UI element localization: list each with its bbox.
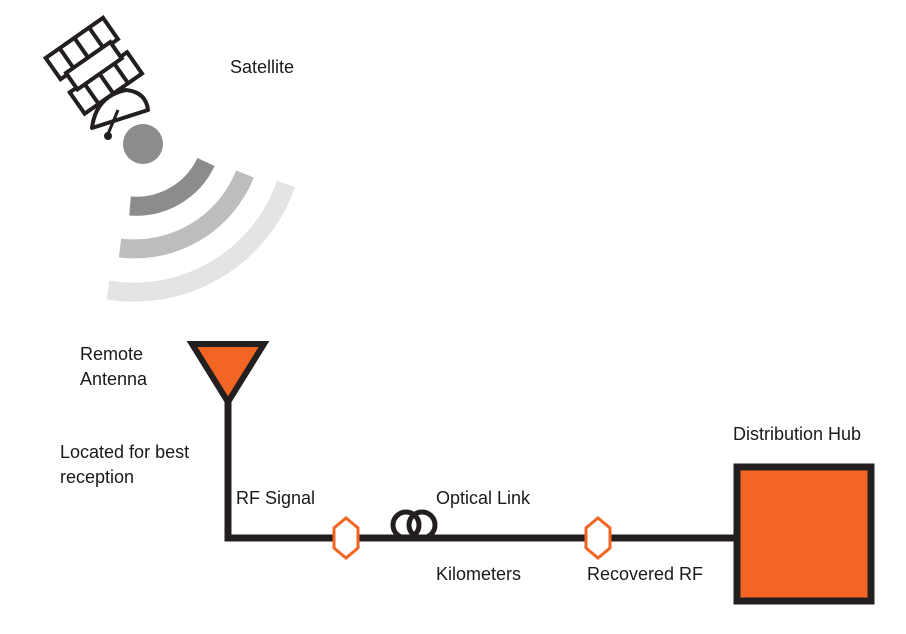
- rf-signal-label: RF Signal: [236, 488, 316, 508]
- fiber-coil-icon: [390, 509, 438, 541]
- kilometers-label: Kilometers: [436, 564, 522, 584]
- satellite-icon: [42, 15, 150, 140]
- location-note-line2: reception: [60, 467, 135, 487]
- location-note-line1: Located for best: [60, 442, 190, 462]
- signal-cable: [224, 398, 740, 542]
- remote-antenna-label-line1: Remote: [80, 344, 144, 364]
- signal-waves-icon: [106, 124, 295, 302]
- converter-diamond-icon: [584, 516, 612, 560]
- antenna-icon: [186, 341, 270, 408]
- optical-link-label: Optical Link: [436, 488, 531, 508]
- hub-box-icon: [733, 463, 875, 605]
- remote-antenna-label-line2: Antenna: [80, 369, 148, 389]
- recovered-rf-label: Recovered RF: [587, 564, 704, 584]
- satellite-label: Satellite: [230, 57, 295, 77]
- distribution-hub-label: Distribution Hub: [733, 424, 862, 444]
- converter-diamond-icon: [332, 516, 360, 560]
